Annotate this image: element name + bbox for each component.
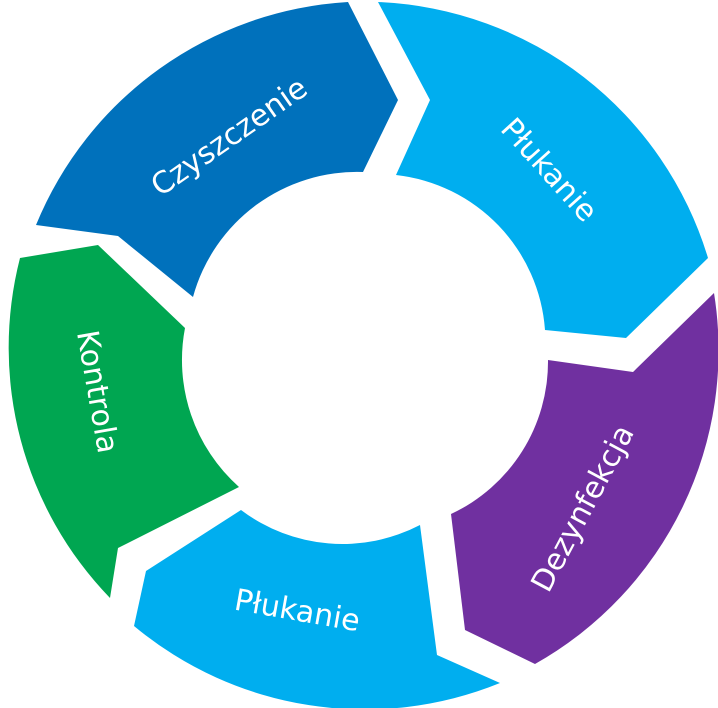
segment-rinsing-1: Płukanie: [378, 2, 708, 338]
segment-inspection: Kontrola: [8, 245, 240, 598]
segment-rinsing-2: Płukanie: [134, 510, 500, 708]
segment-cleaning: Czyszczenie: [36, 2, 398, 297]
segment-rinsing-2-arrow: [134, 510, 500, 708]
segment-rinsing-1-arrow: [378, 2, 708, 338]
segment-inspection-arrow: [8, 245, 240, 598]
segment-cleaning-arrow: [36, 2, 398, 297]
segment-disinfection-arrow: [451, 293, 718, 664]
segment-disinfection: Dezynfekcja: [451, 293, 718, 664]
